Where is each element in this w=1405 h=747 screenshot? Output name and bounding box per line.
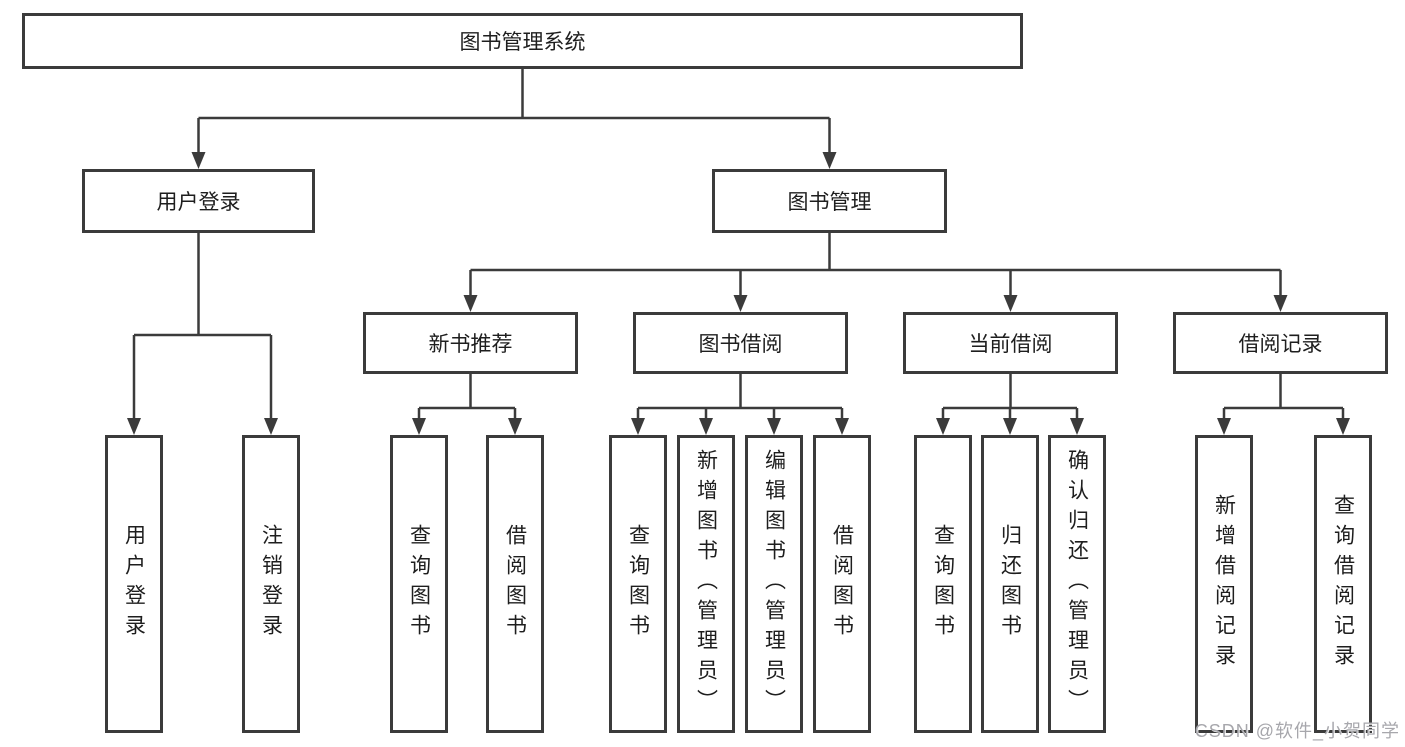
- leaf-label: 借阅图书: [503, 524, 527, 644]
- leaf-query-books-borrow: 查询图书: [609, 435, 667, 733]
- leaf-label: 借阅图书: [830, 524, 854, 644]
- node-book-borrow: 图书借阅: [633, 312, 848, 374]
- leaf-add-borrow-record: 新增借阅记录: [1195, 435, 1253, 733]
- leaf-label: 编辑图书（管理员）: [762, 449, 786, 719]
- leaf-confirm-return-admin: 确认归还（管理员）: [1048, 435, 1106, 733]
- leaf-label: 新增借阅记录: [1212, 494, 1236, 674]
- leaf-label: 查询图书: [407, 524, 431, 644]
- node-root-library-system: 图书管理系统: [22, 13, 1023, 69]
- node-label: 新书推荐: [428, 333, 513, 356]
- leaf-logout: 注销登录: [242, 435, 300, 733]
- leaf-return-book: 归还图书: [981, 435, 1039, 733]
- leaf-label: 新增图书（管理员）: [694, 449, 718, 719]
- leaf-query-books-recommend: 查询图书: [390, 435, 448, 733]
- leaf-label: 查询借阅记录: [1331, 494, 1355, 674]
- node-label: 图书管理: [787, 191, 872, 214]
- leaf-label: 归还图书: [998, 524, 1022, 644]
- leaf-borrow-books: 借阅图书: [813, 435, 871, 733]
- csdn-watermark: CSDN @软件_小贺同学: [1194, 721, 1400, 741]
- node-label: 用户登录: [156, 191, 241, 214]
- connector-user-login: [132, 233, 273, 423]
- leaf-edit-book-admin: 编辑图书（管理员）: [745, 435, 803, 733]
- leaf-label: 查询图书: [626, 524, 650, 644]
- node-new-book-recommend: 新书推荐: [363, 312, 578, 374]
- node-current-borrow: 当前借阅: [903, 312, 1118, 374]
- node-book-management: 图书管理: [712, 169, 947, 233]
- leaf-user-login: 用户登录: [105, 435, 163, 733]
- leaf-label: 用户登录: [122, 524, 146, 644]
- leaf-label: 确认归还（管理员）: [1065, 449, 1089, 719]
- node-label: 图书借阅: [698, 333, 783, 356]
- node-user-login: 用户登录: [82, 169, 315, 233]
- leaf-add-book-admin: 新增图书（管理员）: [677, 435, 735, 733]
- connector-root: [197, 69, 831, 157]
- leaf-query-books-current: 查询图书: [914, 435, 972, 733]
- connector-book-borrow: [636, 374, 844, 423]
- leaf-label: 注销登录: [259, 524, 283, 644]
- node-label: 图书管理系统: [459, 31, 586, 54]
- node-borrow-records: 借阅记录: [1173, 312, 1388, 374]
- connector-borrow-records: [1222, 374, 1345, 423]
- node-label: 当前借阅: [968, 333, 1053, 356]
- connector-book-management: [469, 233, 1282, 300]
- leaf-query-borrow-record: 查询借阅记录: [1314, 435, 1372, 733]
- connector-current-borrow: [941, 374, 1079, 423]
- leaf-borrow-books-recommend: 借阅图书: [486, 435, 544, 733]
- connector-new-book-recommend: [417, 374, 517, 423]
- leaf-label: 查询图书: [931, 524, 955, 644]
- node-label: 借阅记录: [1238, 333, 1323, 356]
